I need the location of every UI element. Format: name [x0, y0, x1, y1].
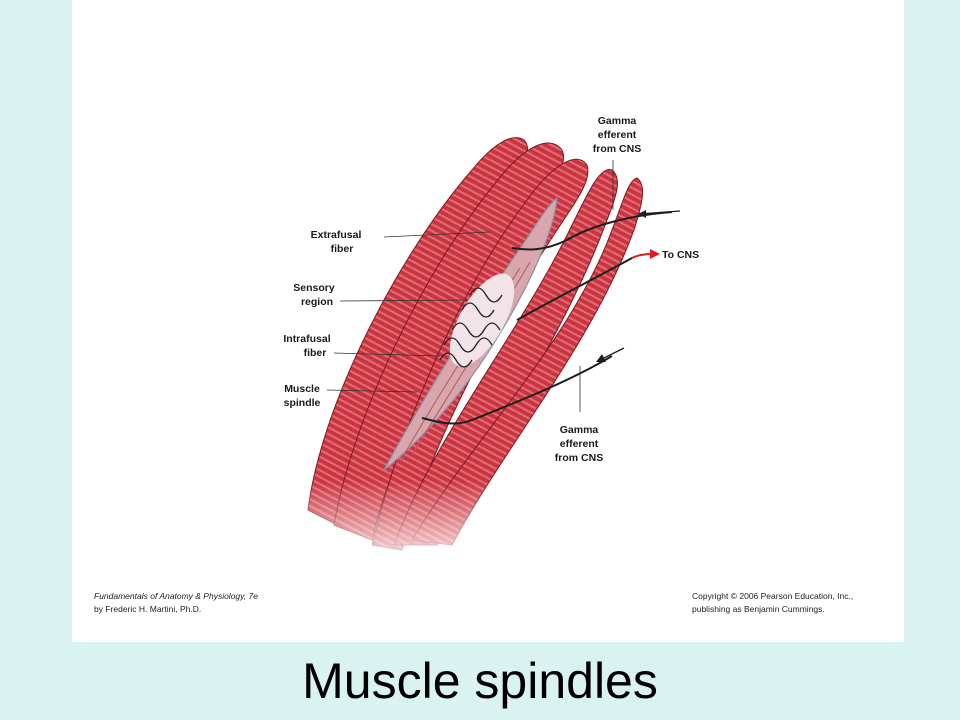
gamma-efferent-bottom-label-line1: Gamma [560, 424, 599, 436]
gamma-efferent-bottom-label-line2: efferent [560, 438, 599, 450]
sensory-region-core [449, 273, 515, 367]
arrowhead-gamma-top [638, 210, 646, 218]
nerve-fibers [421, 211, 673, 425]
credit-right-line1: Copyright © 2006 Pearson Education, Inc.… [692, 591, 854, 601]
gamma-efferent-top-label-line3: from CNS [593, 143, 641, 155]
figure-panel: Gamma efferent from CNS Extrafusal fiber… [72, 0, 904, 642]
sensory-region-label-line2: region [301, 296, 333, 308]
extrafusal-fiber-label-line2: fiber [331, 243, 354, 255]
gamma-efferent-top-label-line2: efferent [598, 129, 637, 141]
sensory-ending [439, 287, 503, 368]
gamma-efferent-top-label-line1: Gamma [598, 115, 637, 127]
credit-left: Fundamentals of Anatomy & Physiology, 7e… [94, 590, 258, 616]
arrowhead-to-cns [650, 249, 660, 259]
intrafusal-fiber-label-line1: Intrafusal [283, 333, 330, 345]
gamma-efferent-bottom-label-line3: from CNS [555, 452, 603, 464]
credit-left-line2: by Frederic H. Martini, Ph.D. [94, 604, 202, 614]
gamma-efferent-top-nerve [511, 211, 673, 251]
arrowhead-gamma-bottom [596, 354, 606, 362]
intrafusal-fiber-label-line2: fiber [304, 347, 327, 359]
sensory-afferent-nerve [516, 257, 633, 321]
muscle-spindle-diagram: Gamma efferent from CNS Extrafusal fiber… [272, 115, 699, 560]
credit-right-line2: publishing as Benjamin Cummings. [692, 604, 825, 614]
credit-right: Copyright © 2006 Pearson Education, Inc.… [692, 590, 853, 616]
to-cns-label: To CNS [662, 249, 699, 261]
credit-left-line1: Fundamentals of Anatomy & Physiology, 7e [94, 591, 258, 601]
muscle-spindle-label-line2: spindle [284, 397, 321, 409]
gamma-efferent-bottom-nerve [421, 355, 613, 425]
leader-lines [326, 160, 614, 412]
muscle-spindle-label-line1: Muscle [284, 383, 320, 395]
slide-title: Muscle spindles [302, 653, 658, 709]
muscle-spindle-capsule [383, 196, 558, 471]
extrafusal-fiber-label-line1: Extrafusal [311, 229, 362, 241]
sensory-region-label-line1: Sensory [293, 282, 335, 294]
